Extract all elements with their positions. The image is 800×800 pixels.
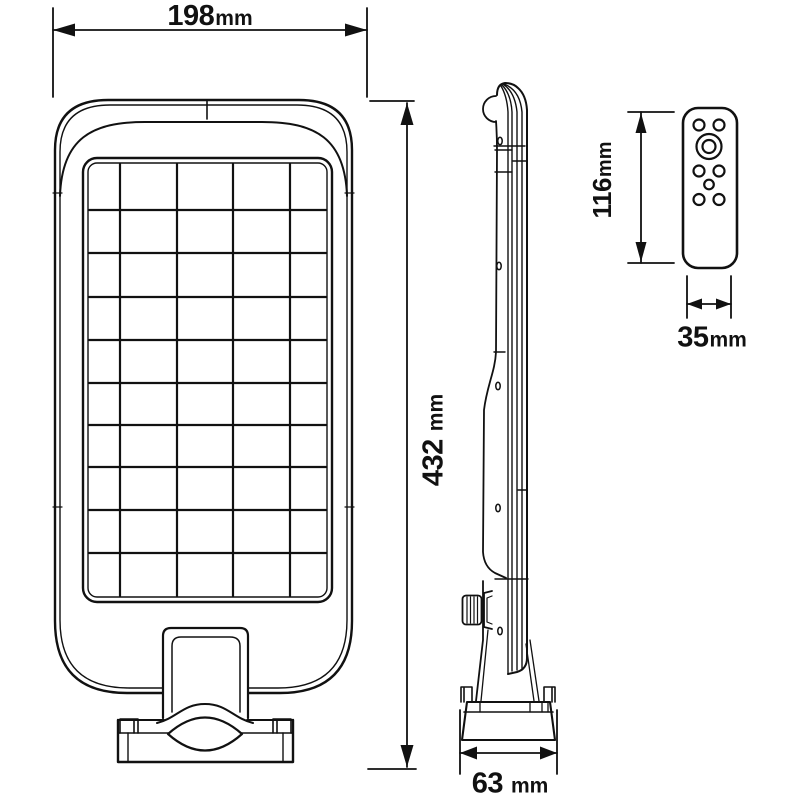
knob-ridges [466, 596, 479, 624]
arrowhead [635, 113, 647, 133]
extension-lines [52, 7, 368, 98]
label-remote-width: 35mm [677, 321, 747, 354]
arrowhead [400, 745, 414, 767]
remote-height-value: 116 [587, 178, 617, 219]
remote-button [692, 164, 706, 178]
neck-flare-lines [480, 629, 540, 702]
front-width-unit: mm [215, 7, 253, 30]
mount-base [116, 718, 295, 764]
side-base-outline [460, 700, 557, 742]
dim-front-height [367, 100, 417, 770]
knob-flange [483, 590, 493, 630]
side-face-lines [500, 83, 523, 674]
remote-button [712, 192, 726, 207]
remote-button [692, 118, 706, 132]
arrowhead [540, 746, 557, 760]
adjustment-knob [461, 590, 493, 630]
base-outline [116, 718, 295, 764]
side-profile-right [496, 82, 528, 675]
base-corner-tab-left [119, 718, 139, 734]
side-profile-left [482, 120, 507, 579]
remote-width-unit: mm [709, 328, 747, 352]
remote-button [703, 178, 715, 191]
knob-body [461, 594, 483, 626]
dim-front-width [52, 7, 368, 98]
mount-arm-outline [161, 626, 250, 720]
base-width-value: 63 [471, 767, 504, 800]
base-inner-verticals [127, 732, 284, 762]
knob-flange-inner [486, 595, 493, 625]
remote-buttons [692, 118, 726, 207]
remote-width-value: 35 [677, 321, 709, 354]
extension-lines [686, 275, 732, 319]
extension-lines [627, 111, 675, 264]
remote-button [712, 164, 726, 178]
base-corner-tab-right [272, 718, 292, 734]
lamp-body-inner-line [59, 104, 348, 689]
label-front-height: 432 mm [417, 393, 450, 487]
side-base-verticals [479, 701, 549, 713]
extension-lines [459, 709, 558, 775]
side-base-tab-right [543, 686, 556, 703]
remote-dial-inner [701, 138, 717, 155]
dim-remote-width [686, 275, 732, 319]
arrowhead [460, 746, 477, 760]
arrowhead [716, 298, 731, 310]
solar-panel-frame [81, 156, 334, 604]
side-view [460, 82, 557, 742]
front-width-value: 198 [167, 0, 215, 32]
arrowhead [53, 23, 75, 37]
lamp-front-rim [59, 121, 348, 197]
side-wall-ticks [52, 192, 355, 508]
side-base-tab-left [460, 686, 473, 703]
clamp-eye [166, 716, 244, 752]
solar-panel-frame-inner [87, 162, 328, 598]
label-remote-height: 116mm [587, 141, 617, 219]
arrowhead [687, 298, 702, 310]
arrowhead [400, 103, 414, 125]
lamp-body-outline [53, 98, 354, 695]
remote-body [681, 106, 739, 270]
mount-arm-inner-line [171, 636, 241, 713]
clamp-hump [156, 703, 254, 724]
side-base [460, 686, 557, 742]
remote-button [712, 118, 726, 132]
base-width-unit: mm [510, 774, 549, 798]
arrowhead [345, 23, 367, 37]
remote-button [692, 192, 706, 207]
neck-left-edge [475, 580, 484, 702]
screw-dots [495, 136, 503, 636]
front-height-value: 432 [417, 439, 450, 487]
sensor-bump [482, 95, 497, 123]
front-height-unit: mm [424, 393, 448, 432]
dim-remote-height [627, 111, 675, 264]
remote-dial-outer [695, 132, 723, 161]
front-view [52, 98, 355, 764]
solar-cell-grid [87, 162, 328, 598]
remote-height-unit: mm [594, 141, 616, 178]
mount-arm-fill [163, 628, 248, 724]
clamp-hump-fill [157, 704, 253, 727]
label-front-width: 198mm [53, 2, 367, 31]
side-detail-lines [493, 145, 529, 580]
extension-lines [367, 100, 417, 770]
remote-control [681, 106, 739, 270]
arrowhead [635, 242, 647, 262]
dim-base-width [459, 709, 558, 775]
